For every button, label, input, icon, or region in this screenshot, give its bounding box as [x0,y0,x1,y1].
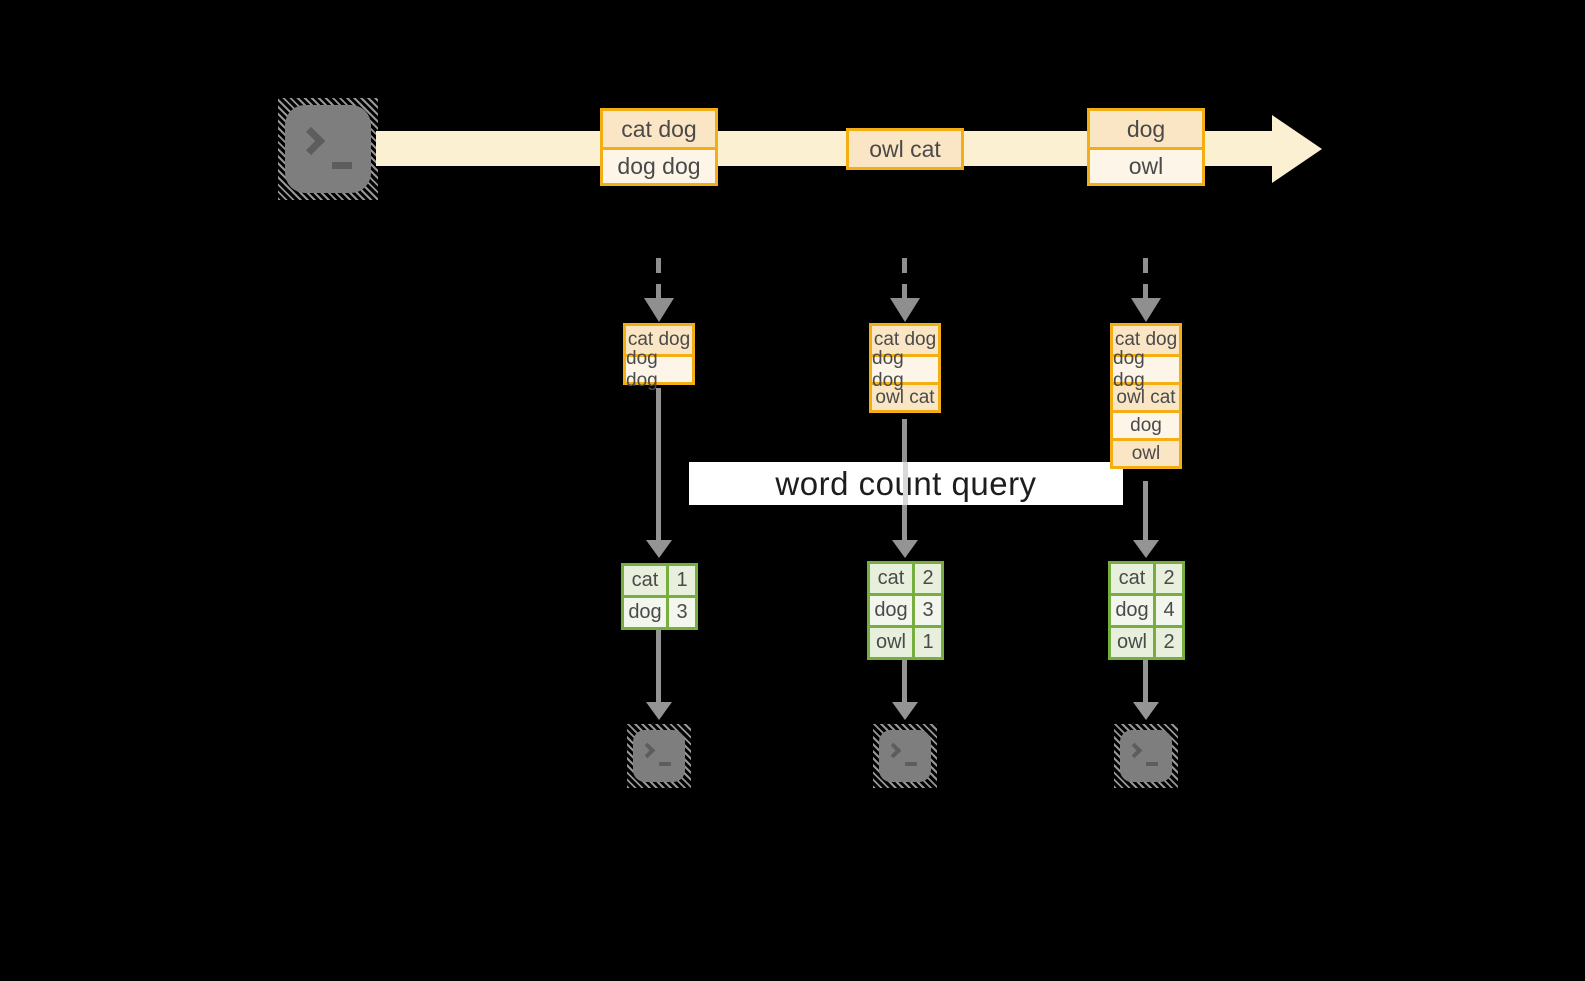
result-table-3: cat 2 dog 4 owl 2 [1108,561,1185,660]
word-cell: dog [1111,596,1153,625]
prompt-chevron-icon [296,126,326,156]
sink-arrow-3 [1143,660,1148,702]
count-cell: 3 [669,598,695,627]
query-arrowhead-1 [646,540,672,558]
result-table-1: cat 1 dog 3 [621,563,698,630]
microbatch-arrow-1 [656,258,661,298]
input-row: cat dog [626,326,692,354]
query-arrowhead-2 [892,540,918,558]
count-cell: 2 [915,564,941,593]
query-arrow-3 [1143,481,1148,540]
stream-event-batch-2: owl cat [846,128,964,170]
count-cell: 1 [669,566,695,595]
terminal-icon-body [879,730,931,782]
sink-terminal-icon-2 [873,724,937,788]
word-cell: dog [624,598,666,627]
sink-arrowhead-1 [646,702,672,720]
prompt-chevron-icon [639,742,656,759]
prompt-cursor-icon [332,162,352,169]
count-cell: 2 [1156,564,1182,593]
query-arrowhead-3 [1133,540,1159,558]
terminal-icon-body [1120,730,1172,782]
event-record: dog [1090,111,1202,147]
event-record: owl [1090,147,1202,183]
input-row: dog dog [626,348,692,391]
event-record: dog dog [603,147,715,183]
arrow-through-banner [903,462,908,505]
input-row: dog dog [872,348,938,391]
query-arrow-1 [656,388,661,540]
input-table-1: cat dog dog dog [623,323,695,391]
sink-arrowhead-2 [892,702,918,720]
word-cell: owl [1111,628,1153,657]
word-cell: cat [624,566,666,595]
count-cell: 3 [915,596,941,625]
word-cell: owl [870,628,912,657]
terminal-icon-body [285,105,371,193]
prompt-chevron-icon [1126,742,1143,759]
microbatch-arrow-3 [1143,258,1148,298]
sink-terminal-icon-3 [1114,724,1178,788]
terminal-icon-body [633,730,685,782]
input-row: dog dog [1113,348,1179,391]
word-cell: cat [1111,564,1153,593]
prompt-chevron-icon [885,742,902,759]
event-record: owl cat [849,131,961,167]
count-cell: 4 [1156,596,1182,625]
sink-arrow-1 [656,630,661,702]
prompt-cursor-icon [659,762,671,766]
sink-arrow-2 [902,660,907,702]
prompt-cursor-icon [1146,762,1158,766]
input-table-3: cat dog dog dog owl cat dog owl [1110,323,1182,469]
input-row: dog [1113,410,1179,438]
source-terminal-icon [278,98,378,200]
event-record: cat dog [603,111,715,147]
microbatch-arrowhead-2 [890,298,920,322]
microbatch-arrow-2 [902,258,907,298]
input-row: owl [1113,438,1179,466]
input-row: owl cat [1113,382,1179,410]
count-cell: 1 [915,628,941,657]
result-table-2: cat 2 dog 3 owl 1 [867,561,944,660]
microbatch-arrowhead-1 [644,298,674,322]
input-row: cat dog [872,326,938,354]
stream-event-batch-3: dog owl [1087,108,1205,186]
sink-terminal-icon-1 [627,724,691,788]
count-cell: 2 [1156,628,1182,657]
microbatch-arrowhead-3 [1131,298,1161,322]
prompt-cursor-icon [905,762,917,766]
word-cell: dog [870,596,912,625]
input-table-2: cat dog dog dog owl cat [869,323,941,413]
word-cell: cat [870,564,912,593]
sink-arrowhead-3 [1133,702,1159,720]
stream-arrowhead-icon [1272,115,1322,183]
input-row: cat dog [1113,326,1179,354]
stream-event-batch-1: cat dog dog dog [600,108,718,186]
input-row: owl cat [872,382,938,410]
